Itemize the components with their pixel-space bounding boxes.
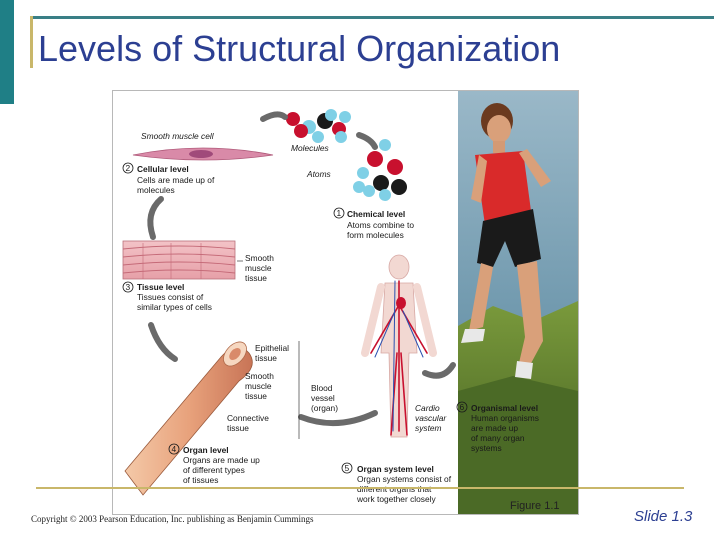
- cellular-title: Cellular level: [137, 164, 189, 174]
- organismal-line4: systems: [471, 443, 502, 453]
- flow-arrows: [147, 111, 456, 427]
- level-organ: 4 Organ level Organs are made up of diff…: [168, 443, 260, 485]
- label-organ-smooth-muscle-tissue: Smooth muscle tissue: [245, 371, 274, 401]
- svg-text:Cardio: Cardio: [415, 403, 440, 413]
- chemical-number: 1: [337, 208, 342, 218]
- svg-text:muscle: muscle: [245, 381, 272, 391]
- title-accent-rule: [30, 16, 33, 68]
- svg-text:Blood: Blood: [311, 383, 333, 393]
- svg-text:tissue: tissue: [227, 423, 249, 433]
- accent-bar: [0, 0, 14, 104]
- organ-title: Organ level: [183, 445, 229, 455]
- label-epithelial-tissue: Epithelial tissue: [255, 343, 289, 363]
- cellular-line1: Cells are made up of: [137, 175, 215, 185]
- label-cardiovascular-system: Cardio vascular system: [415, 403, 447, 433]
- organismal-title: Organismal level: [471, 403, 538, 413]
- chemical-title: Chemical level: [347, 209, 405, 219]
- organ-system-line1: Organ systems consist of: [357, 474, 452, 484]
- figure-caption: Figure 1.1: [510, 500, 560, 512]
- svg-text:Smooth: Smooth: [245, 253, 274, 263]
- organ-system-line2: different organs that: [357, 484, 432, 494]
- level-organismal: 6 Organismal level Human organisms are m…: [456, 401, 539, 453]
- level-tissue: 3 Tissue level Tissues consist of simila…: [122, 281, 212, 312]
- footer-rule: [36, 487, 684, 489]
- tissue-line2: similar types of cells: [137, 302, 212, 312]
- organ-line2: of different types: [183, 465, 245, 475]
- cardiovascular-system-illustration: [361, 254, 437, 438]
- cellular-number: 2: [126, 163, 131, 173]
- organismal-number: 6: [460, 402, 465, 412]
- smooth-muscle-tissue-illustration: [122, 240, 236, 280]
- organismal-line1: Human organisms: [471, 413, 539, 423]
- level-organ-system: 5 Organ system level Organ systems consi…: [341, 462, 452, 504]
- organ-number: 4: [172, 444, 177, 454]
- figure-levels-of-organization: Smooth muscle cell Molecules Atoms 2 Cel…: [112, 90, 579, 515]
- organismal-line2: are made up: [471, 423, 518, 433]
- label-blood-vessel-organ: Blood vessel (organ): [311, 383, 338, 413]
- svg-text:muscle: muscle: [245, 263, 272, 273]
- svg-text:(organ): (organ): [311, 403, 338, 413]
- blood-vessel-organ-illustration: [124, 341, 253, 496]
- level-chemical: 1 Chemical level Atoms combine to form m…: [333, 207, 414, 240]
- molecules-illustration: [286, 109, 351, 143]
- atoms-illustration: [353, 139, 407, 201]
- svg-text:Smooth: Smooth: [245, 371, 274, 381]
- organismal-line3: of many organ: [471, 433, 525, 443]
- organ-line3: of tissues: [183, 475, 218, 485]
- slide-title: Levels of Structural Organization: [38, 28, 561, 69]
- organ-system-number: 5: [345, 463, 350, 473]
- level-cellular: 2 Cellular level Cells are made up of mo…: [122, 162, 215, 195]
- cellular-line2: molecules: [137, 185, 175, 195]
- figure-illustration: Smooth muscle cell Molecules Atoms 2 Cel…: [122, 91, 578, 514]
- svg-text:system: system: [415, 423, 442, 433]
- svg-text:vessel: vessel: [311, 393, 335, 403]
- svg-text:tissue: tissue: [245, 273, 267, 283]
- organ-line1: Organs are made up: [183, 455, 260, 465]
- svg-text:vascular: vascular: [415, 413, 447, 423]
- svg-text:tissue: tissue: [245, 391, 267, 401]
- svg-text:Connective: Connective: [227, 413, 269, 423]
- label-atoms: Atoms: [306, 169, 332, 179]
- svg-text:Epithelial: Epithelial: [255, 343, 289, 353]
- chemical-line1: Atoms combine to: [347, 220, 414, 230]
- header-rule: [30, 16, 714, 19]
- copyright-text: Copyright © 2003 Pearson Education, Inc.…: [31, 514, 314, 524]
- label-molecules: Molecules: [291, 143, 330, 153]
- smooth-muscle-cell-illustration: [132, 147, 274, 161]
- label-connective-tissue: Connective tissue: [227, 413, 269, 433]
- organ-system-title: Organ system level: [357, 464, 434, 474]
- runner-photo: [458, 91, 578, 514]
- organ-system-line3: work together closely: [356, 494, 436, 504]
- svg-text:tissue: tissue: [255, 353, 277, 363]
- slide-number: Slide 1.3: [634, 508, 693, 525]
- tissue-line1: Tissues consist of: [137, 292, 204, 302]
- label-smooth-muscle-tissue: Smooth muscle tissue: [237, 253, 274, 283]
- label-smooth-muscle-cell: Smooth muscle cell: [141, 131, 215, 141]
- chemical-line2: form molecules: [347, 230, 404, 240]
- tissue-title: Tissue level: [137, 282, 184, 292]
- tissue-number: 3: [126, 282, 131, 292]
